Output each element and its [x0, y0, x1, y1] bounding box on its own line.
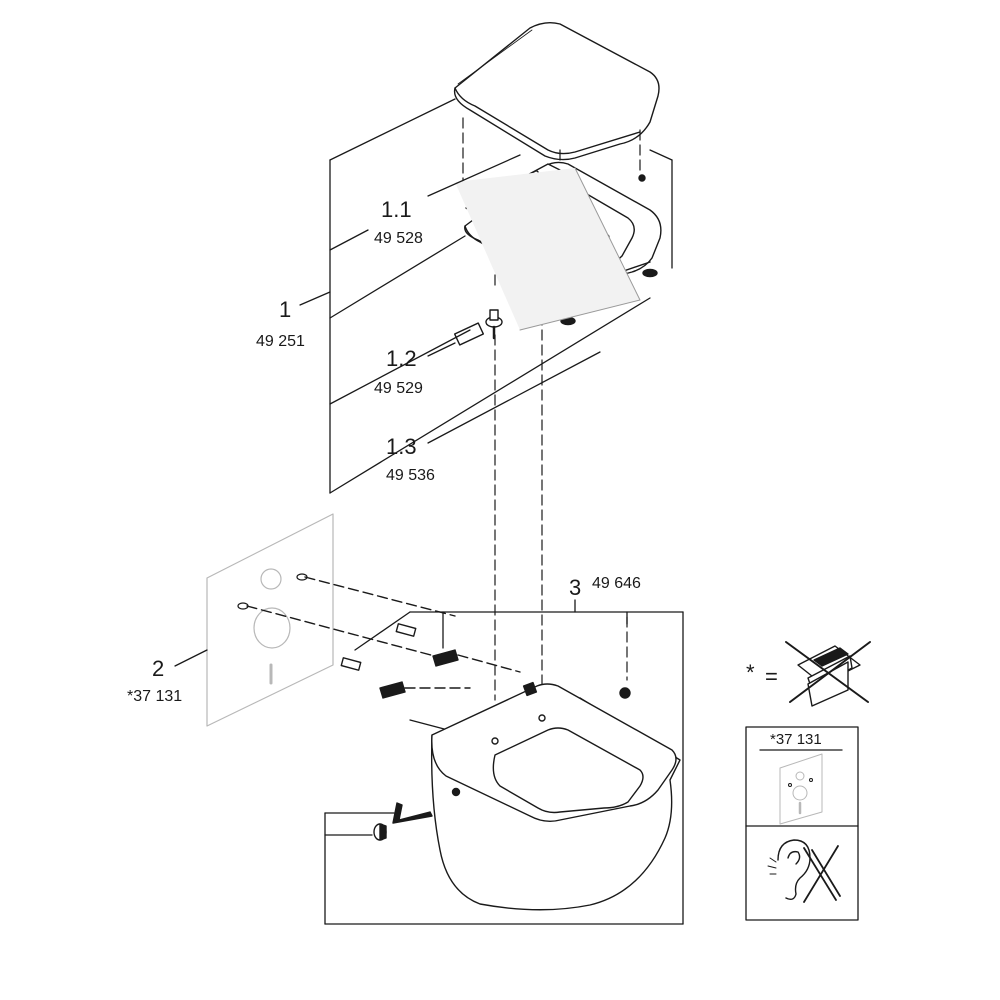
fixing-rods: [246, 576, 631, 699]
callout-1-number: 1: [279, 297, 292, 322]
allen-key: [373, 802, 433, 841]
seat-lid: [453, 21, 660, 161]
callout-1-code: 49 251: [256, 333, 305, 350]
bracket-group-3: [324, 599, 684, 925]
no-noise-ear-icon: [767, 839, 841, 903]
callout-1-2-number: 1.2: [386, 346, 417, 371]
callout-1-1-number: 1.1: [381, 197, 412, 222]
mounting-plane: [455, 167, 641, 331]
installation-frame-icon: [779, 753, 823, 825]
legend-asterisk: *: [746, 660, 755, 685]
callout-3-number: 3: [569, 575, 582, 600]
callout-1-1-code: 49 528: [374, 230, 423, 247]
wall-plate: [206, 513, 334, 727]
callout-1-3-code: 49 536: [386, 467, 435, 484]
not-included-box-icon: [785, 641, 871, 707]
legend-box: [745, 726, 859, 921]
callout-1-2-code: 49 529: [374, 380, 423, 397]
callout-1-3-number: 1.3: [386, 434, 417, 459]
legend-equals: =: [765, 664, 778, 689]
callout-2-code: *37 131: [127, 688, 183, 705]
callout-3-code: 49 646: [592, 575, 641, 592]
bracket-group-1: [299, 98, 673, 494]
toilet-bowl: [430, 681, 681, 911]
legend-box-code: *37 131: [770, 731, 822, 748]
callout-2-number: 2: [152, 656, 165, 681]
